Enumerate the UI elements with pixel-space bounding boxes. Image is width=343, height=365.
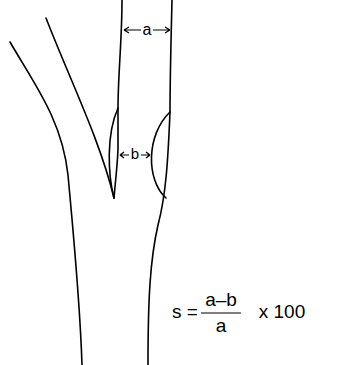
dimension-arrow <box>124 27 141 33</box>
fraction-bar <box>201 312 241 313</box>
dimension-arrow <box>153 27 170 33</box>
graft-lens-right <box>151 112 170 198</box>
right-stem-left-edge <box>114 0 122 198</box>
formula-text: s = <box>172 302 198 323</box>
left-branch-inner-edge <box>46 18 114 198</box>
dimension-arrow <box>141 152 150 158</box>
dimension-arrow <box>120 152 129 158</box>
graft-lens-left <box>109 108 118 198</box>
right-stem-right-edge <box>148 0 172 365</box>
formula-text: x 100 <box>259 302 305 323</box>
trunk-left-edge <box>10 42 82 365</box>
formula-numerator: a–b <box>205 290 237 311</box>
dimension-label: b <box>131 146 139 163</box>
dimension-label: a <box>143 21 152 39</box>
formula-denominator: a <box>216 316 227 337</box>
